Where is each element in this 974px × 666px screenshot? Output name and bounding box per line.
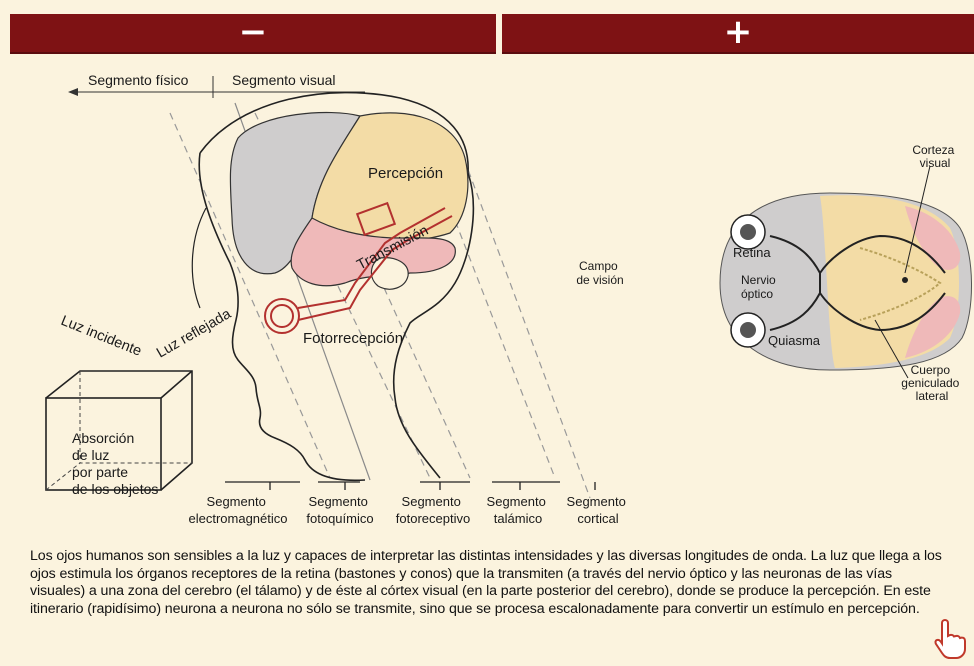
absorcion-line-4: de los objetos [72,481,158,497]
retina-label: Retina [733,245,771,260]
segment-label-4: Segmento talámico [487,494,550,526]
zoom-in-button[interactable]: + [502,14,974,54]
absorcion-line-1: Absorción [72,430,134,446]
segment-label-5: Segmento cortical [567,494,630,526]
segmento-visual-label: Segmento visual [232,72,336,88]
percepcion-label: Percepción [368,165,443,182]
quiasma-label: Quiasma [768,333,821,348]
absorcion-line-2: de luz [72,447,109,463]
corteza-visual-label: Corteza visual [912,143,957,170]
cuerpo-geniculado-label: Cuerpo geniculado lateral [901,363,962,403]
hand-pointer-icon[interactable] [933,618,967,660]
fotorrecepcion-label: Fotorrecepción [303,330,403,347]
brain-top-view [720,166,972,378]
segmento-fisico-label: Segmento físico [88,72,189,88]
segment-label-3: Segmento fotoreceptivo [396,494,470,526]
absorcion-line-3: por parte [72,464,128,480]
segment-label-2: Segmento fotoquímico [306,494,373,526]
zoom-toolbar: − + [10,14,974,54]
segment-labels: Segmento electromagnético Segmento fotoq… [189,494,630,526]
luz-reflejada-label: Luz reflejada [154,306,235,362]
segment-label-1: Segmento electromagnético [189,494,288,526]
zoom-out-button[interactable]: − [10,14,496,54]
caption-text: Los ojos humanos son sensibles a la luz … [30,548,945,618]
visual-pathway-diagram: Segmento físico Segmento visual Percepci… [0,58,974,538]
bottom-segment-baseline [225,482,595,490]
luz-incidente-label: Luz incidente [59,313,144,360]
minus-icon: − [239,15,268,49]
campo-vision-label: Campo de visión [576,259,623,287]
plus-icon: + [724,15,753,49]
